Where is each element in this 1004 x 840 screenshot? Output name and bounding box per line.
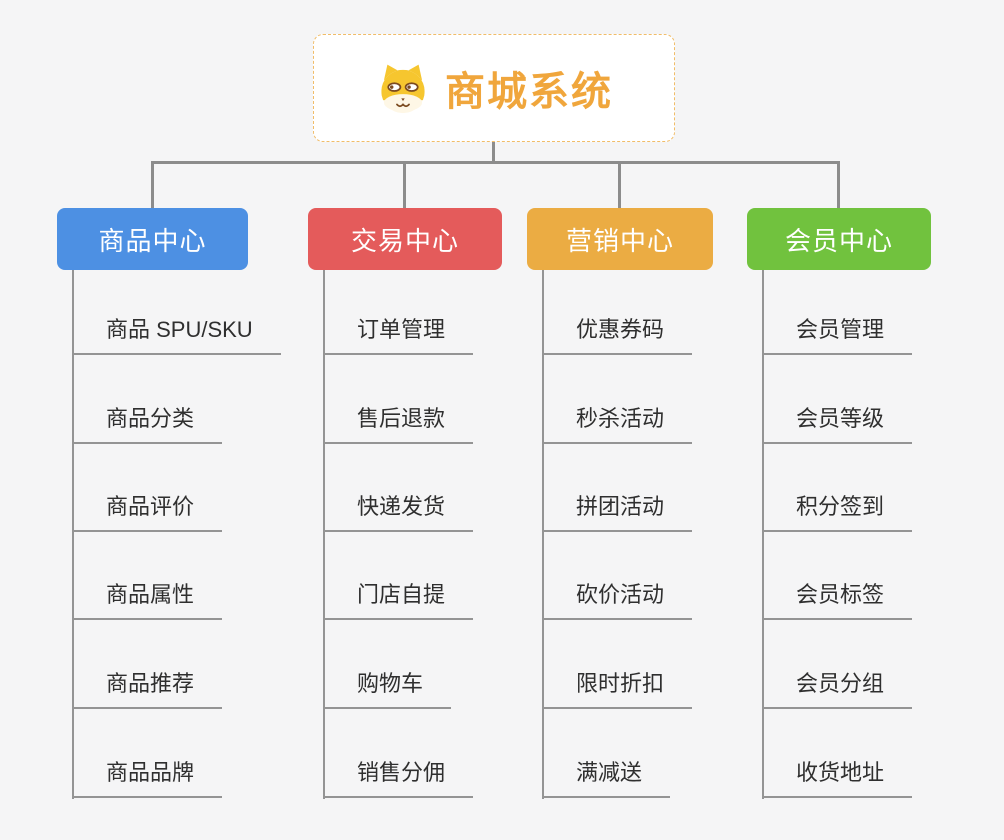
connector-drop-product	[151, 161, 154, 209]
branch-node-member-center[interactable]: 会员中心	[747, 208, 931, 270]
connector-drop-member	[837, 161, 840, 209]
leaf-item[interactable]: 满减送	[542, 756, 671, 798]
root-node[interactable]: 商城系统	[313, 34, 675, 142]
branch-node-trade-center[interactable]: 交易中心	[308, 208, 502, 270]
connector-root-stem	[492, 141, 495, 163]
branch-trunk-product	[72, 270, 74, 799]
doge-icon	[381, 64, 425, 114]
leaf-item[interactable]: 拼团活动	[542, 490, 693, 532]
branch-node-product-center[interactable]: 商品中心	[57, 208, 248, 270]
connector-drop-trade	[403, 161, 406, 209]
leaf-item[interactable]: 门店自提	[323, 578, 474, 620]
branch-node-marketing-center[interactable]: 营销中心	[527, 208, 713, 270]
leaf-item[interactable]: 商品品牌	[72, 756, 223, 798]
leaf-item[interactable]: 限时折扣	[542, 667, 693, 709]
leaf-item[interactable]: 优惠券码	[542, 313, 693, 355]
leaf-item[interactable]: 砍价活动	[542, 578, 693, 620]
leaf-item[interactable]: 销售分佣	[323, 756, 474, 798]
leaf-item[interactable]: 商品 SPU/SKU	[72, 313, 281, 355]
leaf-item[interactable]: 秒杀活动	[542, 402, 693, 444]
leaf-item[interactable]: 商品评价	[72, 490, 223, 532]
leaf-item[interactable]: 会员等级	[762, 402, 913, 444]
connector-drop-marketing	[618, 161, 621, 209]
leaf-item[interactable]: 商品推荐	[72, 667, 223, 709]
leaf-item[interactable]: 购物车	[323, 667, 452, 709]
leaf-item[interactable]: 收货地址	[762, 756, 913, 798]
leaf-item[interactable]: 积分签到	[762, 490, 913, 532]
leaf-item[interactable]: 会员分组	[762, 667, 913, 709]
leaf-item[interactable]: 售后退款	[323, 402, 474, 444]
leaf-item[interactable]: 订单管理	[323, 313, 474, 355]
leaf-item[interactable]: 商品属性	[72, 578, 223, 620]
connector-horizontal-bar	[151, 161, 840, 164]
root-title: 商城系统	[445, 70, 613, 114]
branch-trunk-member	[762, 270, 764, 799]
leaf-item[interactable]: 会员管理	[762, 313, 913, 355]
leaf-item[interactable]: 商品分类	[72, 402, 223, 444]
branch-trunk-trade	[323, 270, 325, 799]
branch-trunk-marketing	[542, 270, 544, 799]
leaf-item[interactable]: 快递发货	[323, 490, 474, 532]
leaf-item[interactable]: 会员标签	[762, 578, 913, 620]
